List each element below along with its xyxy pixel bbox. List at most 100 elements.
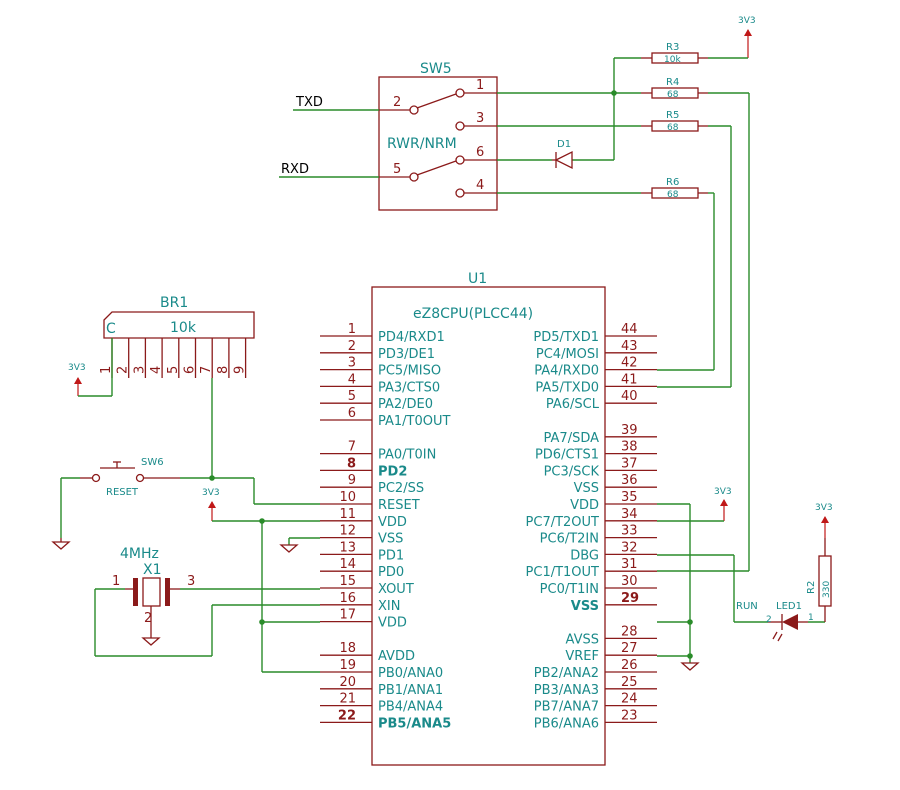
junction xyxy=(611,90,617,96)
u1-pin-number: 4 xyxy=(348,372,356,387)
u1-pin-number: 15 xyxy=(339,574,356,589)
br1-pin-number: 4 xyxy=(149,366,164,374)
sw6-value: RESET xyxy=(106,487,139,498)
u1-pin-name: PA1/T0OUT xyxy=(378,414,451,429)
resistor-r2: R2 330 xyxy=(806,538,832,622)
br1-ref: BR1 xyxy=(160,295,188,311)
u1-pin-number: 22 xyxy=(338,708,356,723)
net-label-txd: TXD xyxy=(295,95,323,110)
br1-pin-number: 5 xyxy=(166,366,181,374)
u1-pin-number: 13 xyxy=(339,540,356,555)
led1-value: RUN xyxy=(736,601,758,612)
resistor-r6: R6 68 xyxy=(641,177,708,200)
u1-pin-name: PB3/ANA3 xyxy=(534,683,599,698)
u1-pin-name: PD3/DE1 xyxy=(378,347,435,362)
u1-pin-number: 32 xyxy=(621,540,638,555)
u1-pin-name: PC7/T2OUT xyxy=(526,515,600,530)
u1-pin-number: 42 xyxy=(621,356,638,371)
resistor-r5: R5 68 xyxy=(641,110,708,133)
u1-pin-name: PC2/SS xyxy=(378,481,424,496)
led1-ref: LED1 xyxy=(776,601,802,612)
resistor-r4: R4 68 xyxy=(641,77,708,100)
u1-pin-name: PA5/TXD0 xyxy=(535,380,599,395)
u1-pin-number: 43 xyxy=(621,339,638,354)
u1-pin-name: VSS xyxy=(574,481,599,496)
u1-pin-number: 10 xyxy=(339,490,356,505)
u1-right-pins: 44PD5/TXD143PC4/MOSI42PA4/RXD041PA5/TXD0… xyxy=(526,322,657,731)
power-3v3-right: 3V3 xyxy=(714,487,732,521)
u1-pin-number: 28 xyxy=(621,624,638,639)
u1-pin-number: 9 xyxy=(348,473,356,488)
sw5-pin-1: 1 xyxy=(476,78,484,93)
u1-pin-name: XOUT xyxy=(378,582,414,597)
u1-pin-name: PA4/RXD0 xyxy=(534,364,599,379)
r3-value: 10k xyxy=(664,55,681,65)
br1-pin-number: 8 xyxy=(216,366,231,374)
x1-pin-3: 3 xyxy=(187,574,195,589)
power-3v3-br1-label: 3V3 xyxy=(68,363,86,373)
br1-pin-number: 1 xyxy=(99,366,114,374)
u1-pin-number: 18 xyxy=(339,641,356,656)
u1-left-pins: 1PD4/RXD12PD3/DE13PC5/MISO4PA3/CTS05PA2/… xyxy=(320,322,451,731)
sw5-value: RWR/NRM xyxy=(387,136,457,152)
u1-pin-name: PD5/TXD1 xyxy=(533,330,599,345)
u1-pin-name: VSS xyxy=(378,532,403,547)
u1-pin-number: 24 xyxy=(621,692,638,707)
resistor-r3: R3 10k xyxy=(641,42,708,65)
u1-pin-number: 29 xyxy=(621,591,639,606)
u1-pin-name: AVSS xyxy=(566,632,599,647)
r2-ref: R2 xyxy=(806,581,817,594)
u1-pin-number: 2 xyxy=(348,339,356,354)
u1-pin-name: PC3/SCK xyxy=(544,464,600,479)
u1-pin-name: PC1/T1OUT xyxy=(526,565,600,580)
junction xyxy=(259,518,265,524)
u1-pin-name: PD1 xyxy=(378,548,404,563)
ground-symbol xyxy=(680,662,700,671)
u1-pin-name: VDD xyxy=(378,616,407,631)
u1-pin-name: PC0/T1IN xyxy=(540,582,599,597)
power-3v3-br1: 3V3 xyxy=(68,363,86,396)
sw5-pin-6: 6 xyxy=(476,145,484,160)
x1-value: 4MHz xyxy=(120,546,159,562)
junction xyxy=(687,619,693,625)
net-label-rxd: RXD xyxy=(281,162,309,177)
junction xyxy=(259,619,265,625)
diode-d1: D1 xyxy=(552,139,573,170)
sw6-ref: SW6 xyxy=(141,457,164,468)
u1-pin-number: 20 xyxy=(339,675,356,690)
r6-ref: R6 xyxy=(666,177,679,188)
u1-pin-number: 23 xyxy=(621,708,638,723)
u1-pin-number: 41 xyxy=(621,372,638,387)
u1-pin-name: DBG xyxy=(570,548,599,563)
u1-pin-name: RESET xyxy=(378,498,420,513)
br1-pin-number: 3 xyxy=(132,366,147,374)
x1-pin-2: 2 xyxy=(144,611,152,626)
u1-pin-number: 17 xyxy=(339,608,356,623)
power-3v3-left-label: 3V3 xyxy=(202,488,220,498)
sw5-switch: SW5 RWR/NRM 2 1 3 6 5 4 xyxy=(378,61,498,211)
u1-pin-name: AVDD xyxy=(378,649,415,664)
power-3v3-r2-label: 3V3 xyxy=(815,503,833,513)
br1-pin-number: 2 xyxy=(116,366,131,374)
crystal-x1: 4MHz X1 1 3 2 xyxy=(112,546,195,628)
u1-pin-name: VDD xyxy=(378,515,407,530)
u1-pin-name: PA7/SDA xyxy=(544,431,600,446)
u1-pin-name: PC6/T2IN xyxy=(540,532,599,547)
u1-pin-name: PC4/MOSI xyxy=(536,347,599,362)
r2-value: 330 xyxy=(822,581,832,598)
sw5-pin-4: 4 xyxy=(476,178,484,193)
u1-pin-name: PD6/CTS1 xyxy=(535,448,599,463)
u1-pin-number: 36 xyxy=(621,473,638,488)
u1-pin-number: 21 xyxy=(339,692,356,707)
x1-ref: X1 xyxy=(143,562,162,578)
u1-pin-number: 33 xyxy=(621,524,638,539)
u1-pin-name: VDD xyxy=(570,498,599,513)
u1-pin-name: PB2/ANA2 xyxy=(534,666,599,681)
u1-pin-name: PB6/ANA6 xyxy=(534,716,599,731)
u1-pin-name: PB7/ANA7 xyxy=(534,700,599,715)
u1-pin-number: 39 xyxy=(621,423,638,438)
power-3v3-top-label: 3V3 xyxy=(738,16,756,26)
u1-pin-name: PB0/ANA0 xyxy=(378,666,443,681)
ground-symbol xyxy=(279,544,299,553)
